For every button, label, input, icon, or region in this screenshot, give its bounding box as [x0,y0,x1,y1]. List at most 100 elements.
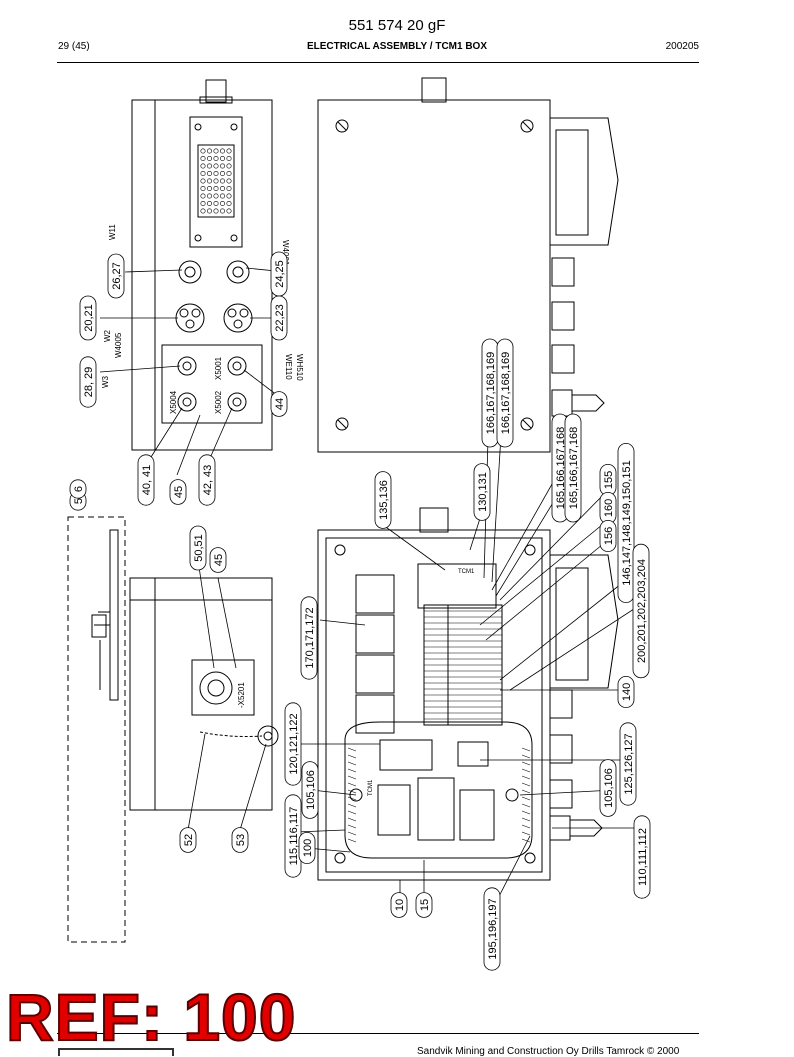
callout-label: 125,126,127 [623,733,635,794]
document-number: 551 574 20 gF [348,17,446,34]
callout-label: 44 [274,398,286,410]
pin [220,186,226,192]
callout-label: 40, 41 [141,465,153,496]
callout: 24,25 [270,251,288,297]
pin [207,193,213,199]
callout-bubble [69,479,87,499]
pin [213,193,219,199]
pin [213,148,219,154]
fin [521,761,531,766]
callout-label: 140 [621,683,633,701]
callout: 166,167,168,169 [481,338,499,448]
callout-bubble [284,702,302,786]
callout-label: 170,171,172 [304,607,316,668]
callout: 165,166,167,168 [551,413,569,523]
callout: 40, 41 [137,454,155,506]
callout-bubble [270,391,288,417]
fin [347,747,357,752]
pin [226,171,232,177]
callout-bubble [473,463,491,521]
callout-bubble [189,525,207,571]
pin [226,148,232,154]
brand-logo [58,1048,174,1056]
label-we110: WE110 [284,354,293,380]
callout-label: 155 [603,471,615,489]
callout: 53 [231,827,249,853]
callout-bubble [415,892,433,918]
callout: 140 [617,675,635,709]
callout: 170,171,172 [300,596,318,680]
pin [200,171,206,177]
fin [347,824,357,829]
detail-view [67,516,126,943]
callout-label: 115,116,117 [288,807,300,866]
callout-label: 156 [603,527,615,545]
callout-bubble [300,596,318,680]
callout-label: 105,106 [305,770,317,810]
pin [213,163,219,169]
callout: 146,147,148,149,150,151 [617,443,635,603]
label-w4005: W4005 [114,332,123,358]
pin [213,208,219,214]
callout-bubble [298,831,316,865]
callout: 15 [415,892,433,918]
pin [213,171,219,177]
footer-rule [57,1033,699,1034]
callout-label: 28, 29 [83,367,95,398]
pin [226,163,232,169]
fin [521,810,531,815]
callout-bubble [390,892,408,918]
callout: 6 [69,479,87,499]
callout-label: 42, 43 [202,465,214,496]
callout-label: 15 [419,899,431,911]
pin [220,178,226,184]
pin [200,186,206,192]
fin [347,768,357,773]
callout-bubble [374,471,392,529]
callout-bubble [619,722,637,806]
pin [226,178,232,184]
callout: 166,167,168,169 [496,338,514,448]
callout-bubble [79,295,97,341]
callout: 135,136 [374,471,392,529]
fin [521,782,531,787]
fin [347,789,357,794]
label-wh510: WH510 [295,354,304,381]
callout: 195,196,197 [483,887,501,971]
callout-label: 24,25 [274,260,286,288]
callout: 50,51 [189,525,207,571]
label-tcm1-board: TCM1 [368,779,374,796]
pin [213,156,219,162]
pin [200,208,206,214]
callout-label: 200,201,202,203,204 [636,559,648,663]
callout-bubble [617,675,635,709]
callout-label: 45 [173,486,185,498]
callout-label: 165,166,167,168 [568,427,580,510]
pin [200,148,206,154]
pin [220,201,226,207]
fin [347,817,357,822]
pin [220,156,226,162]
callout: 105,106 [599,759,617,817]
connector-pins [200,148,232,214]
callout-label: 165,166,167,168 [555,427,567,510]
callout: 42, 43 [198,454,216,506]
callout: 105,106 [301,761,319,819]
callout-label: 53 [235,834,247,846]
callout-label: 105,106 [603,768,615,808]
callout-bubble [209,547,227,573]
callout: 160 [599,491,617,525]
callout-label: 110,111,112 [637,828,649,886]
callout-label: 45 [213,554,225,566]
pin [220,171,226,177]
pin [226,193,232,199]
callout-label: 20,21 [83,304,95,332]
pin [220,193,226,199]
callout: 155 [599,463,617,497]
pin [220,208,226,214]
callout: 115,116,117 [284,794,302,878]
pin [207,171,213,177]
pin [226,208,232,214]
fin [521,789,531,794]
